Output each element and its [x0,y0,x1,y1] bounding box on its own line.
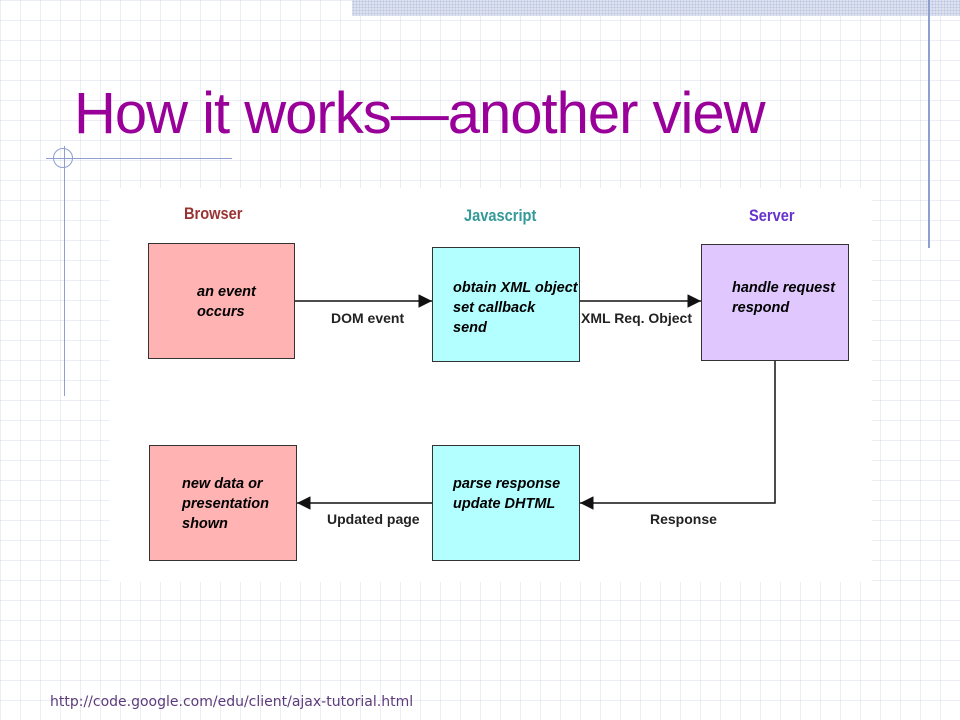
edge-label-response: Response [650,511,717,527]
ajax-flow-diagram: Browser Javascript Server an event occur… [110,188,872,582]
box-handle-request: handle request respond [701,244,849,361]
box-new-data: new data or presentation shown [149,445,297,561]
edge-label-updated-page: Updated page [327,511,420,527]
column-heading-javascript: Javascript [464,206,537,225]
box-text-line: presentation [182,496,270,512]
box-event-occurs: an event occurs [148,243,295,359]
box-text-line: respond [732,300,790,316]
box-text-line: parse response [453,476,561,492]
column-heading-browser: Browser [184,204,243,223]
box-text-line: send [453,320,487,336]
right-decor-line [928,0,930,248]
box-text-line: new data or [182,476,263,492]
corner-circle-decor [53,148,73,168]
box-parse-response: parse response update DHTML [432,445,580,561]
box-text-line: an event [197,284,256,300]
column-heading-server: Server [749,206,795,225]
slide-title: How it works—another view [74,81,766,146]
box-text-line: occurs [197,304,245,320]
source-url[interactable]: http://code.google.com/edu/client/ajax-t… [50,694,414,710]
edge-label-xml-req: XML Req. Object [581,310,692,326]
diagram-arrows [295,294,776,510]
box-text-line: shown [182,516,228,532]
box-text-line: update DHTML [453,496,556,512]
title-underline [46,158,232,159]
box-text-line: set callback [453,300,536,316]
left-decor-line [64,146,65,396]
edge-label-dom-event: DOM event [331,310,405,326]
box-obtain-xml: obtain XML object set callback send [432,247,580,362]
top-decor-bar [352,0,960,16]
box-text-line: handle request [732,280,836,296]
box-text-line: obtain XML object [453,280,578,296]
arrow-response [580,361,776,510]
